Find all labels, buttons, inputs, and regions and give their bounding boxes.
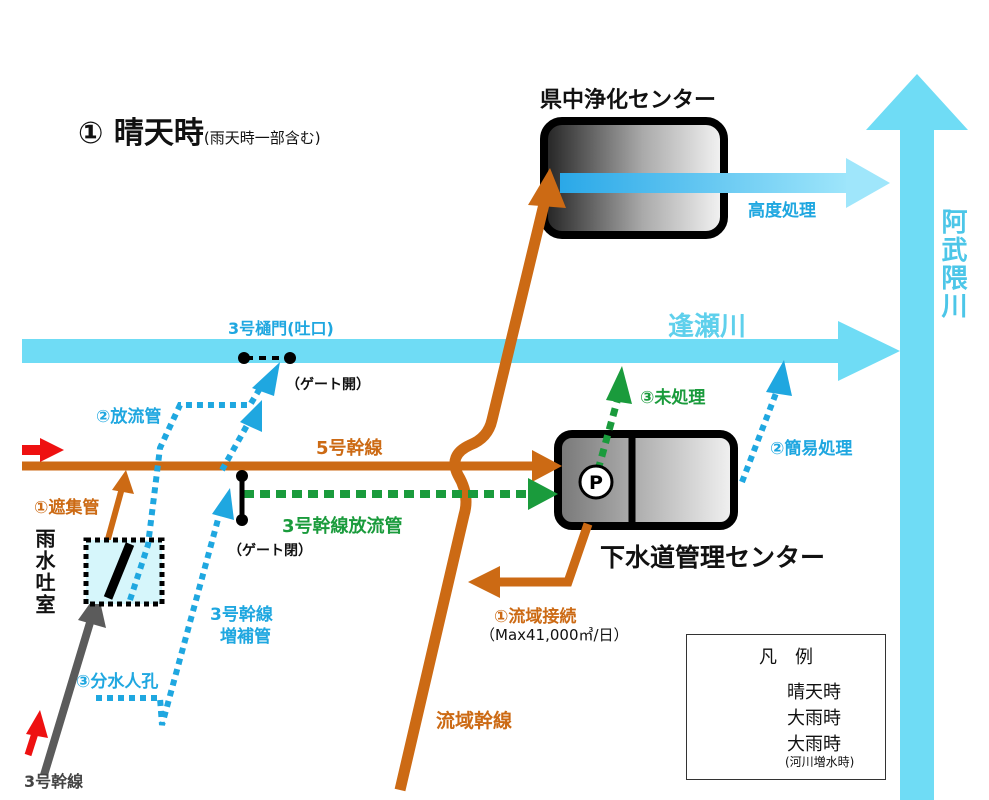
abukuma-river-label: 阿武隈川: [937, 208, 967, 320]
legend-label-sunny: 晴天時: [787, 682, 841, 703]
oose-river: [22, 321, 900, 381]
title-main: ① 晴天時: [78, 116, 204, 151]
untreated-flow: [594, 366, 632, 471]
legend-item-sunny: 晴天時: [773, 679, 841, 703]
red-inflow-arrow-trunk5: [22, 438, 64, 462]
simple-treatment-flow: [620, 360, 792, 485]
advanced-treatment-label: 高度処理: [748, 201, 816, 221]
legend-box: 凡 例 晴天時 大雨時 大雨時 (河川増水時): [686, 634, 886, 780]
regional-trunk-line: [394, 168, 566, 792]
augment-arrow-lower: [212, 488, 234, 520]
trunk3-augment-flow: [96, 418, 253, 726]
page-title: ① 晴天時(雨天時一部含む): [78, 108, 321, 152]
svg-text:P: P: [589, 472, 603, 494]
abukuma-river: [866, 74, 968, 800]
trunk3-label: 3号幹線: [24, 772, 84, 791]
sewer-center-label: 下水道管理センター: [600, 543, 826, 572]
prefecture-center-label: 県中浄化センター: [540, 88, 717, 113]
red-inflow-arrow-trunk3: [24, 710, 48, 757]
trunk5-label: 5号幹線: [316, 438, 383, 459]
simple-treatment-label: ②簡易処理: [770, 439, 853, 459]
trunk3-augment-label-2: 増補管: [220, 627, 271, 647]
gate-closed-label: （ゲート閉）: [228, 543, 312, 559]
discharge-pipe-flow: [127, 383, 265, 601]
gate-no3-label: 3号樋門(吐口): [228, 319, 334, 338]
gate-open-label: （ゲート開）: [286, 377, 370, 393]
legend-note: (河川増水時): [785, 755, 855, 769]
trunk5-discharge-flow: [244, 478, 558, 510]
augment-arrow-upper: [240, 400, 262, 432]
regional-capacity-label: （Max41,000㎥/日）: [480, 626, 629, 644]
untreated-label: ③未処理: [640, 388, 706, 408]
trunk3-augment-label-1: 3号幹線: [210, 605, 273, 625]
regional-connection-line: [468, 522, 593, 598]
rain-chamber-label: 雨水吐室: [32, 528, 56, 616]
title-sub: (雨天時一部含む): [203, 129, 321, 147]
regional-trunk-label: 流域幹線: [436, 710, 513, 732]
oose-river-label: 逢瀬川: [668, 312, 747, 342]
discharge-pipe-label: ②放流管: [96, 407, 162, 427]
trunk5-gate-symbol: [236, 470, 248, 526]
legend-item-heavy-rain: 大雨時: [773, 705, 841, 729]
legend-label-heavy-rain: 大雨時: [787, 708, 841, 729]
regional-connection-label: ①流域接続: [494, 607, 577, 627]
legend-item-heavy-rain-river: 大雨時: [773, 731, 841, 755]
advanced-treatment-arrow: [560, 158, 890, 208]
gate-no3-arrow: [252, 362, 280, 396]
trunk5-line: [22, 450, 562, 482]
rain-chamber-box: [83, 537, 165, 607]
trunk5-discharge-label: 3号幹線放流管: [282, 516, 403, 537]
divide-manhole-label: ③分水人孔: [76, 672, 159, 692]
blocking-pipe-label: ①遮集管: [34, 498, 100, 518]
gate-no3-symbol: [238, 352, 296, 364]
legend-title: 凡 例: [759, 647, 813, 668]
legend-label-heavy-rain-river: 大雨時: [787, 734, 841, 755]
pump-symbol: P: [578, 464, 614, 500]
